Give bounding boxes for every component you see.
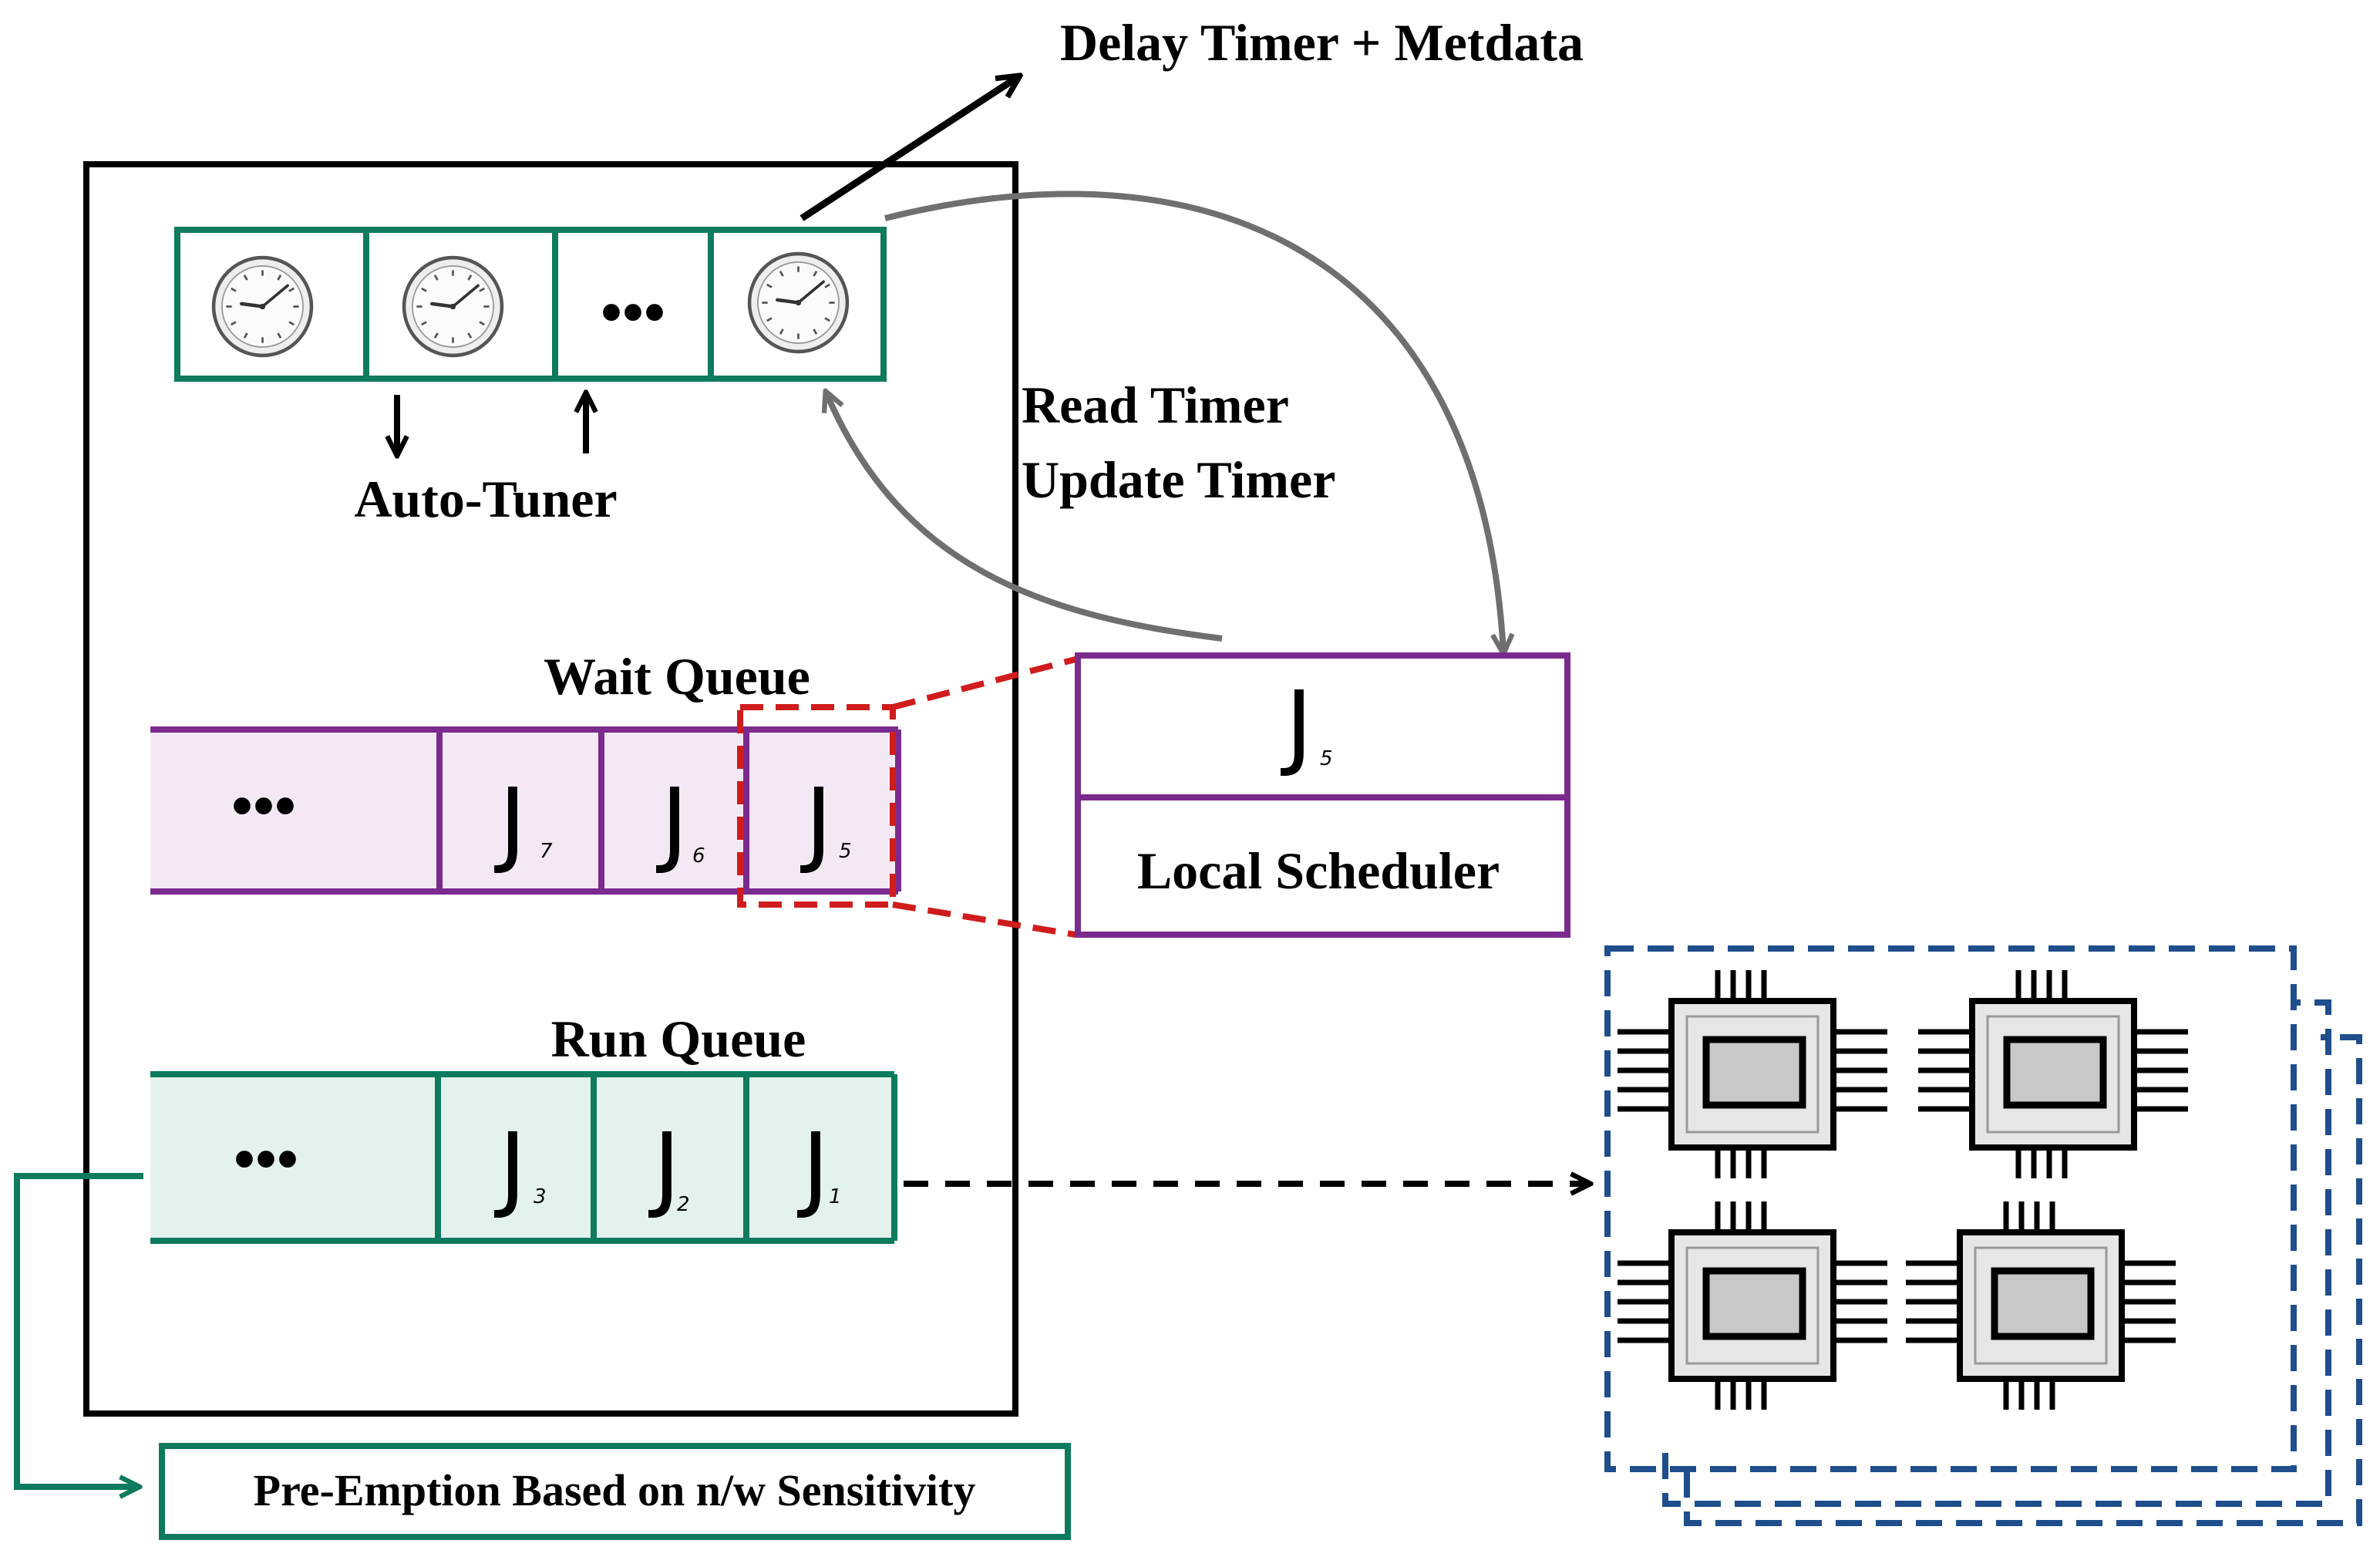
zoom-line-top — [891, 656, 1077, 710]
update-timer-arrow — [826, 393, 1223, 642]
zoom-line-bottom — [892, 902, 1076, 938]
job-subscript: 5 — [839, 840, 852, 863]
job-subscript: 5 — [1320, 747, 1333, 770]
timer-ellipsis: ••• — [601, 279, 665, 347]
preemption-box: Pre-Emption Based on n/w Sensitivity — [159, 1443, 1071, 1540]
run-queue-ellipsis: ••• — [234, 1126, 298, 1194]
gpu-cluster — [1604, 945, 2362, 1526]
job-letter: J — [800, 770, 832, 877]
wait-job-5: J 5 — [800, 770, 851, 877]
gpu-chip-icon — [1618, 970, 1887, 1178]
cluster-stack-front — [1604, 945, 2297, 1472]
preemption-label: Pre-Emption Based on n/w Sensitivity — [254, 1465, 976, 1515]
clock-icon — [214, 258, 311, 356]
read-timer-arrow — [884, 190, 1503, 652]
preemption-arrow — [14, 1173, 143, 1487]
gpu-chip-icon — [1918, 970, 2188, 1178]
read-timer-label: Read Timer — [1022, 376, 1289, 434]
gpu-chip-icon — [1618, 1201, 1887, 1410]
selected-job-highlight — [737, 704, 896, 908]
timer-array: ••• — [174, 227, 887, 382]
wait-job-7: J 7 — [493, 770, 553, 877]
job-letter: J — [796, 1114, 829, 1222]
update-timer-label: Update Timer — [1022, 450, 1335, 509]
run-queue: ••• — [150, 1071, 897, 1244]
run-job-2: J 2 — [648, 1114, 689, 1222]
job-subscript: 3 — [534, 1185, 547, 1208]
job-letter: J — [648, 1114, 680, 1222]
job-subscript: 7 — [540, 840, 553, 863]
run-job-1: J 1 — [796, 1114, 841, 1222]
job-subscript: 6 — [692, 844, 705, 868]
job-letter: J — [1280, 672, 1312, 780]
auto-tuner-label: Auto-Tuner — [354, 470, 617, 528]
clock-icon — [749, 254, 847, 352]
local-scheduler-box: J 5 Local Scheduler — [1075, 652, 1570, 938]
job-letter: J — [493, 770, 526, 877]
delay-timer-arrow — [800, 77, 1018, 221]
delay-timer-label: Delay Timer + Metdata — [1060, 13, 1584, 72]
wait-job-6: J 6 — [655, 770, 705, 877]
run-queue-label: Run Queue — [551, 1009, 806, 1068]
local-scheduler-label: Local Scheduler — [1137, 841, 1500, 900]
wait-queue-ellipsis: ••• — [231, 773, 296, 841]
job-subscript: 1 — [829, 1185, 842, 1208]
job-letter: J — [493, 1114, 526, 1222]
gpu-chip-icon — [1906, 1201, 2176, 1410]
wait-queue-label: Wait Queue — [544, 647, 810, 706]
cluster-stack-middle — [1662, 999, 2331, 1507]
wait-queue: ••• — [150, 726, 901, 895]
job-letter: J — [655, 770, 688, 877]
clock-icon — [404, 258, 502, 356]
run-job-3: J 3 — [493, 1114, 546, 1222]
node-box — [83, 161, 1018, 1417]
job-subscript: 2 — [677, 1193, 690, 1216]
cluster-stack-back — [1684, 1034, 2362, 1526]
